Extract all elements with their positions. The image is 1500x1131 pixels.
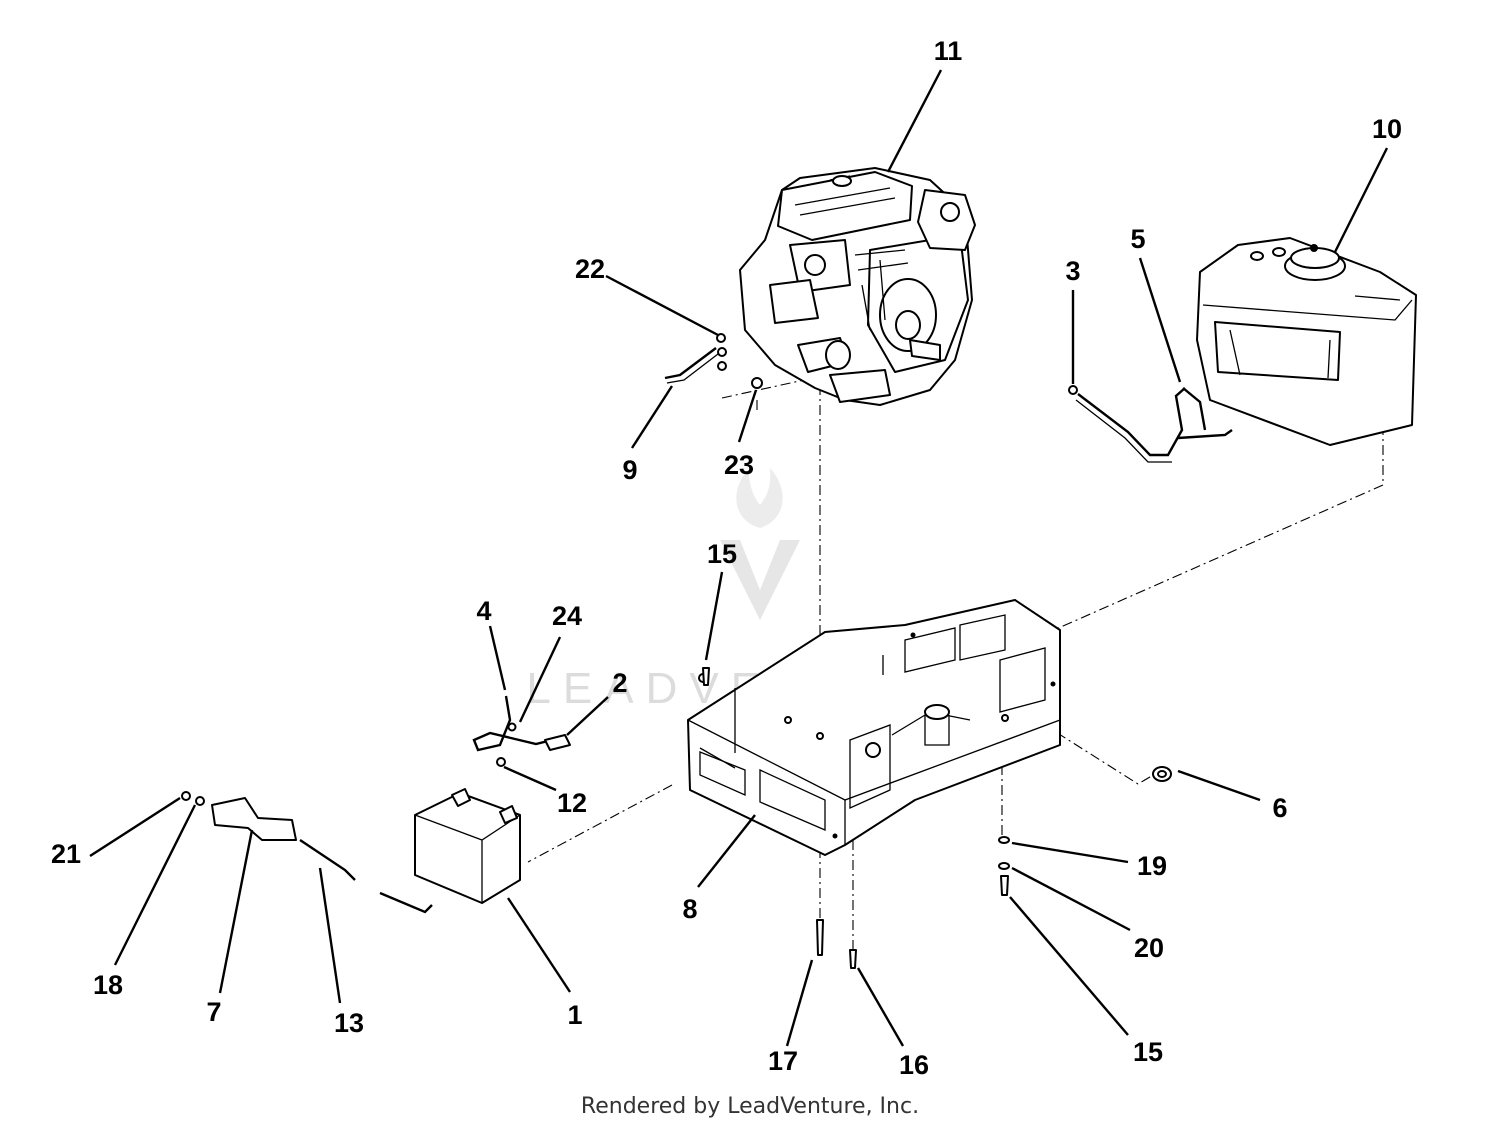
callout-16: 16 <box>899 1050 929 1080</box>
battery-strap <box>181 791 433 914</box>
callout-4: 4 <box>476 596 491 626</box>
leader-lines <box>89 69 1389 1047</box>
battery-cable <box>472 695 571 767</box>
callout-2: 2 <box>612 668 627 698</box>
callout-23: 23 <box>724 450 754 480</box>
callout-22: 22 <box>575 254 605 284</box>
callout-1: 1 <box>567 1000 582 1030</box>
battery <box>414 788 521 904</box>
callout-12: 12 <box>557 788 587 818</box>
render-credit: Rendered by LeadVenture, Inc. <box>580 1094 920 1119</box>
callout-5: 5 <box>1130 224 1145 254</box>
fuel-tank <box>1196 237 1417 446</box>
mounting-hardware <box>702 667 1172 969</box>
callout-6: 6 <box>1272 793 1287 823</box>
callout-10: 10 <box>1372 114 1402 144</box>
callout-17: 17 <box>768 1046 798 1076</box>
assembly-lines <box>527 379 1384 950</box>
callout-13: 13 <box>334 1008 364 1038</box>
callout-21: 21 <box>51 839 81 869</box>
engine-mount-frame <box>687 599 1061 856</box>
ground-cable <box>664 333 763 389</box>
callout-7: 7 <box>206 997 221 1027</box>
callouts: 11 10 22 3 5 9 23 15 4 24 2 12 6 21 19 8… <box>51 36 1402 1080</box>
callout-3: 3 <box>1065 256 1080 286</box>
callout-9: 9 <box>622 455 637 485</box>
callout-15-bottom: 15 <box>1133 1037 1163 1067</box>
callout-15-top: 15 <box>707 539 737 569</box>
callout-8: 8 <box>682 894 697 924</box>
fuel-line <box>1068 385 1233 463</box>
engine <box>739 167 976 406</box>
callout-18: 18 <box>93 970 123 1000</box>
callout-19: 19 <box>1137 851 1167 881</box>
callout-24: 24 <box>552 601 582 631</box>
callout-20: 20 <box>1134 933 1164 963</box>
callout-11: 11 <box>934 36 963 66</box>
